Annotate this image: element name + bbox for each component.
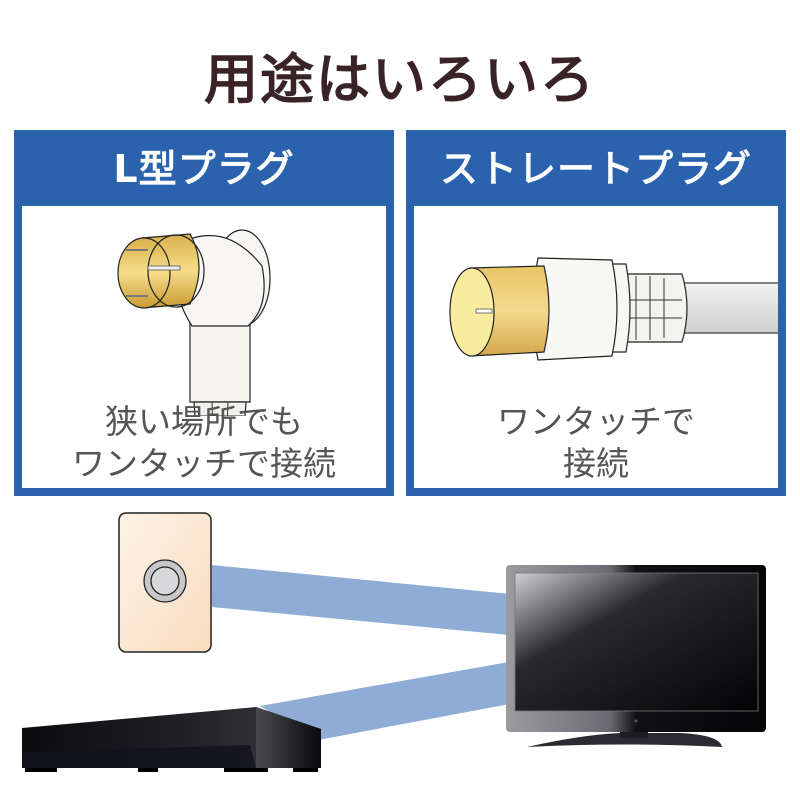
recorder-icon bbox=[22, 707, 321, 772]
antenna-wall-outlet-icon bbox=[118, 512, 212, 653]
caption-line-1: 狭い場所でも bbox=[105, 402, 303, 441]
panel-heading: ストレートプラグ bbox=[439, 147, 752, 191]
l-shaped-plug-icon bbox=[117, 229, 271, 416]
straight-plug-icon bbox=[449, 257, 778, 361]
television-icon bbox=[506, 565, 766, 747]
panel-body: ワンタッチで 接続 bbox=[414, 206, 778, 488]
panel-heading: L型プラグ bbox=[113, 147, 295, 191]
caption-line-1: ワンタッチで bbox=[497, 402, 695, 441]
page-title: 用途はいろいろ bbox=[204, 48, 596, 111]
caption-line-2: 接続 bbox=[563, 444, 629, 483]
connection-band-outlet-tv bbox=[212, 565, 520, 636]
panel-l-plug: L型プラグ bbox=[14, 130, 394, 496]
panel-body: 狭い場所でも ワンタッチで接続 bbox=[22, 206, 386, 488]
connection-band-recorder-tv bbox=[260, 660, 520, 740]
panel-straight-plug: ストレートプラグ bbox=[406, 130, 786, 496]
caption-line-2: ワンタッチで接続 bbox=[72, 444, 336, 483]
